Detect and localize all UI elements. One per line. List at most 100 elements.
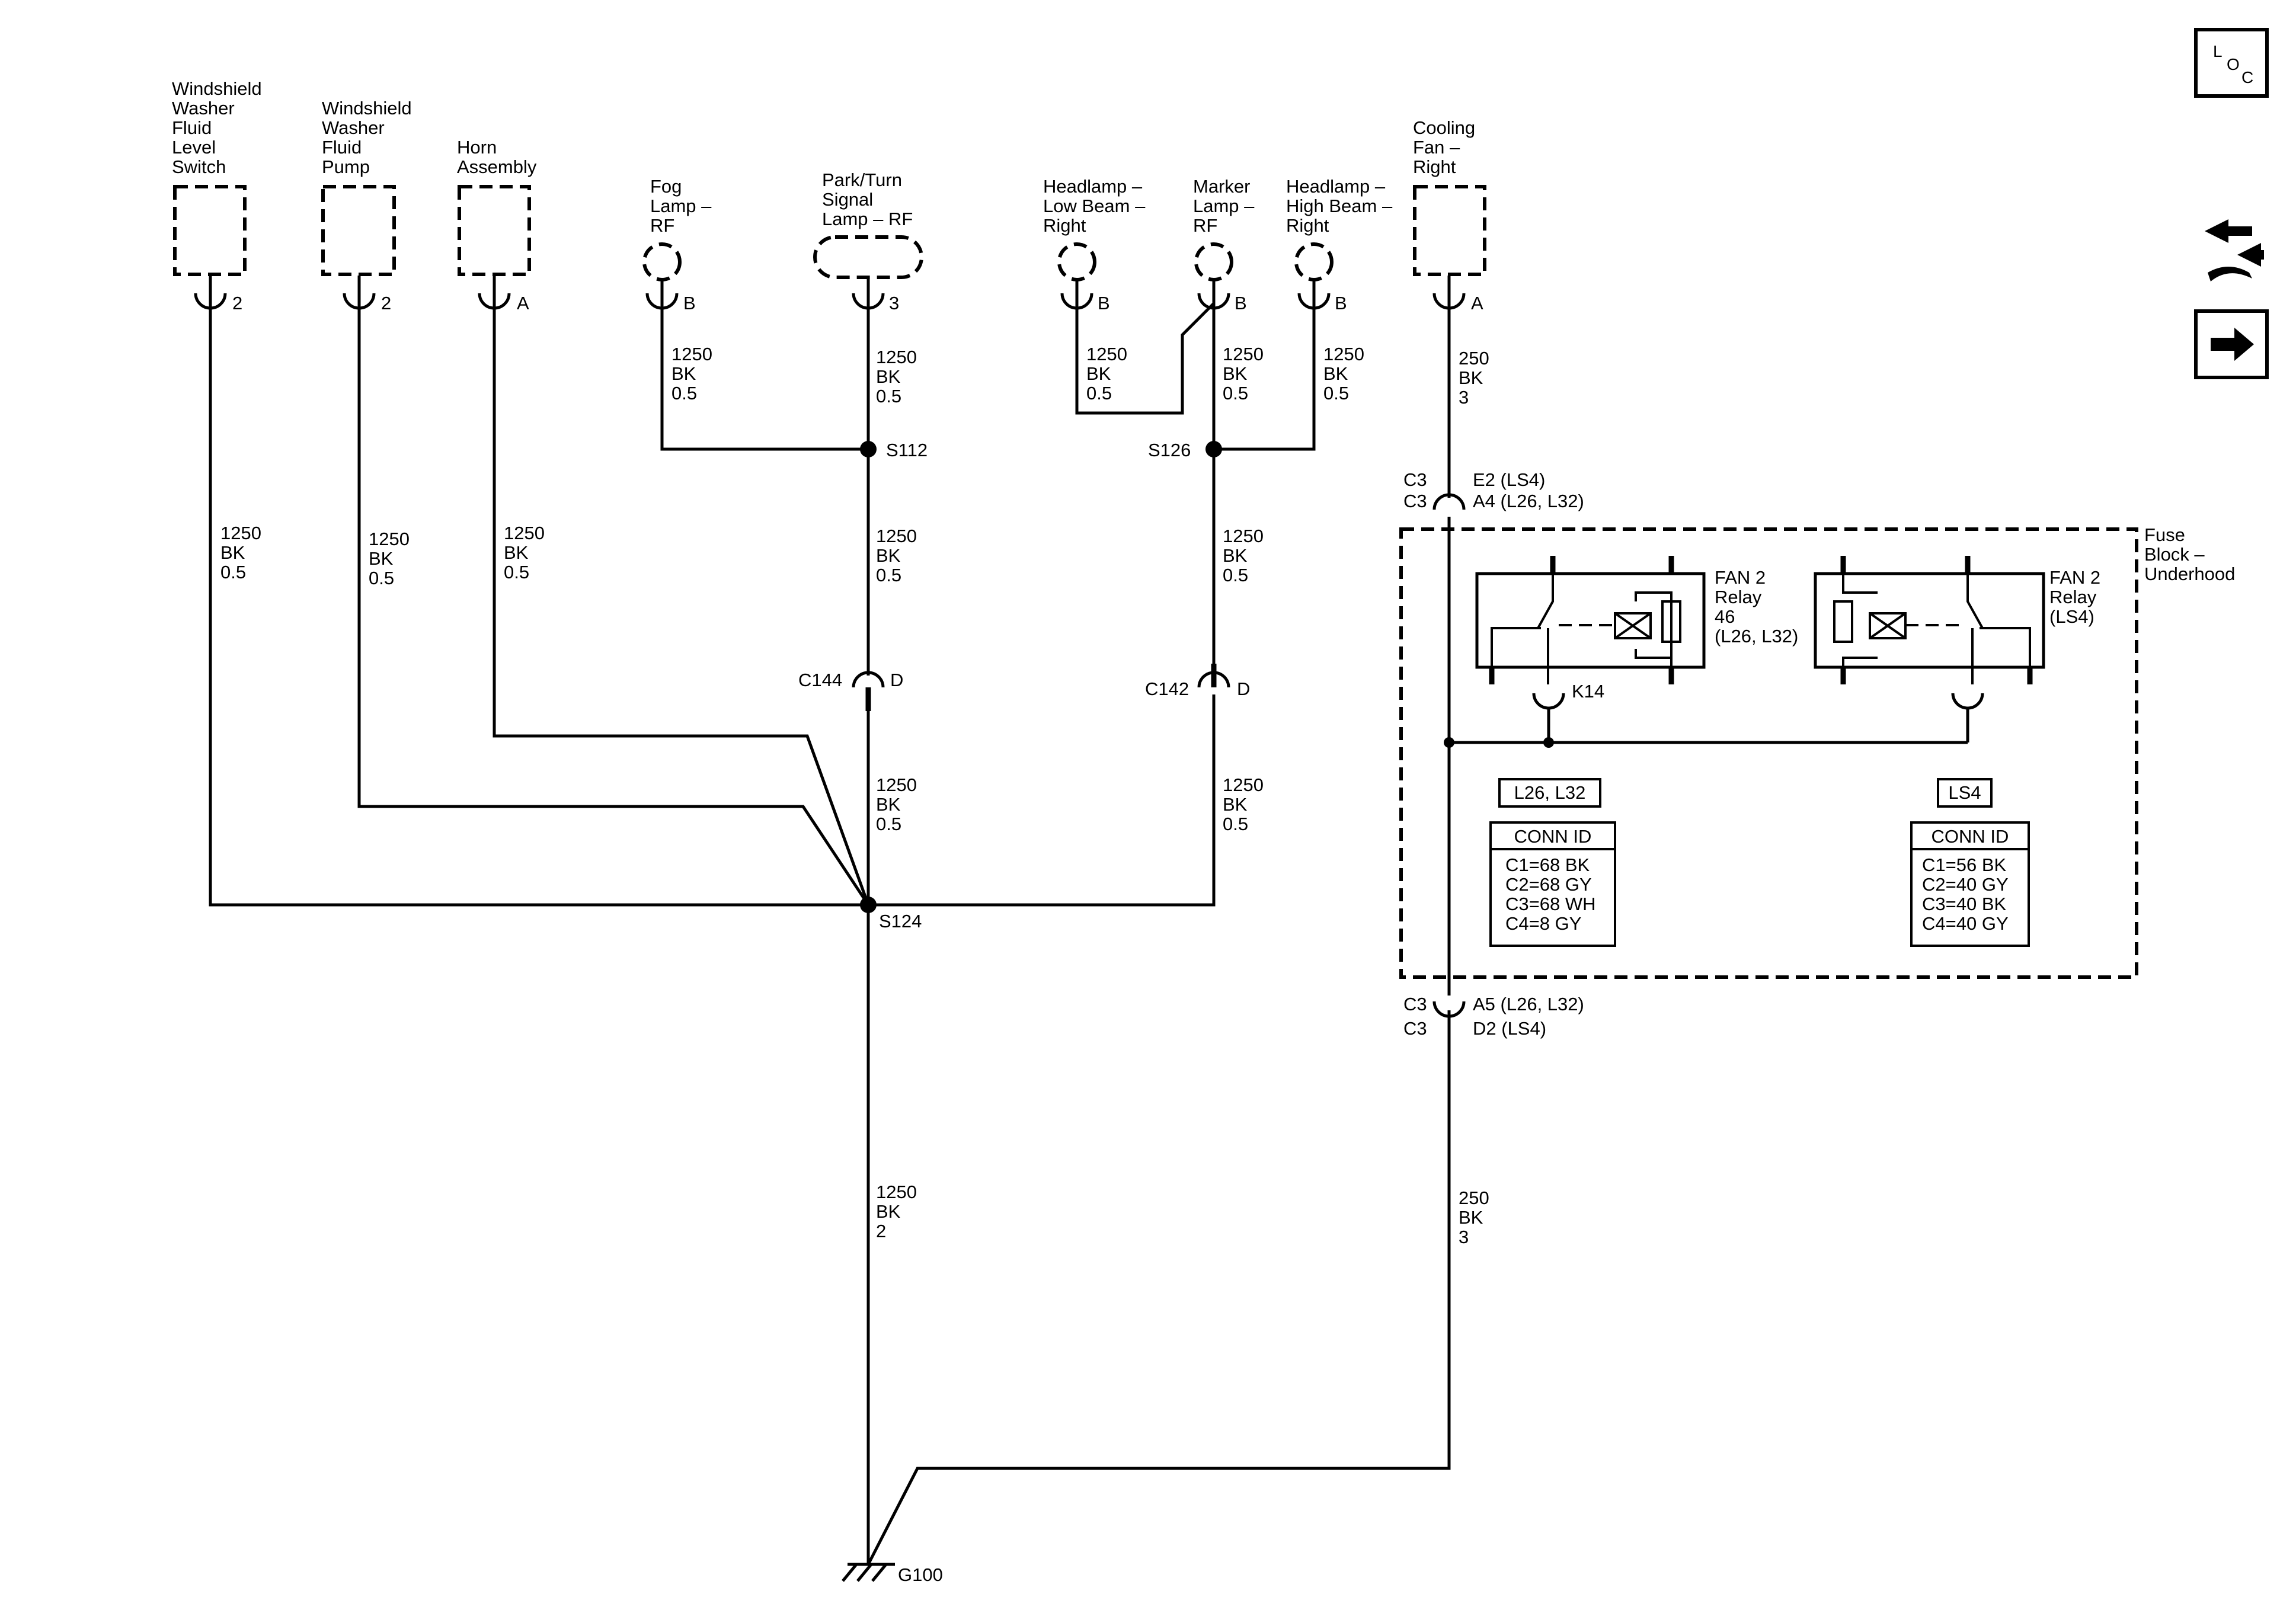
wire-size: 0.5 [876, 565, 901, 585]
wire-color: BK [876, 366, 901, 387]
wire-size: 0.5 [876, 814, 901, 834]
wire-size: 0.5 [1323, 383, 1349, 404]
component-park-turn-lamp: Park/Turn Signal Lamp – RF 3 [813, 169, 923, 313]
component-washer-pump: Windshield Washer Fluid Pump 2 [321, 98, 412, 313]
table-row: C3=40 BK [1922, 894, 2007, 914]
pin-label: 3 [889, 293, 899, 313]
option-label: LS4 [1948, 782, 1981, 803]
label: Underhood [2144, 564, 2235, 584]
label: Pump [322, 156, 370, 177]
lamp-symbol [1294, 242, 1334, 281]
connector-label: C144 [798, 670, 842, 690]
wire-gauge: 1250 [876, 347, 917, 367]
wire [1075, 302, 1215, 415]
wire-gauge: 1250 [1086, 344, 1127, 364]
label: (L26, L32) [1715, 626, 1798, 646]
label: Right [1413, 156, 1456, 177]
table-row: C2=68 GY [1505, 874, 1592, 895]
connector-pin: D [890, 670, 903, 690]
wire [209, 308, 868, 907]
wire-gauge: 1250 [671, 344, 712, 364]
wire-color: BK [1223, 545, 1248, 566]
wire-gauge: 1250 [504, 523, 545, 543]
label: Fan – [1413, 137, 1460, 158]
label: FAN 2 [2049, 567, 2100, 588]
component-box [458, 185, 531, 276]
label: (LS4) [2049, 606, 2094, 627]
wire-color: BK [876, 545, 901, 566]
connector-pin: A4 (L26, L32) [1473, 491, 1584, 511]
pin-label: B [1098, 293, 1110, 313]
wire-network [209, 302, 1466, 1566]
wire-color: BK [1323, 363, 1348, 384]
label: 46 [1715, 606, 1735, 627]
wire-color: BK [1223, 794, 1248, 815]
arrow-right-icon [2211, 328, 2254, 361]
wire-color: BK [220, 542, 245, 563]
wire-color: BK [876, 794, 901, 815]
label: High Beam – [1286, 196, 1393, 216]
wire-gauge: 1250 [876, 526, 917, 546]
label: Windshield [322, 98, 412, 119]
label: Windshield [172, 78, 262, 99]
fuse-block-border [1399, 527, 2138, 979]
wire-size: 0.5 [671, 383, 697, 404]
label: Low Beam – [1043, 196, 1146, 216]
connector-swap-icon[interactable] [2205, 219, 2264, 281]
connector-pin: D2 (LS4) [1473, 1018, 1546, 1039]
label: Fluid [172, 117, 212, 138]
connector-pin: E2 (LS4) [1473, 469, 1545, 490]
component-cooling-fan: Cooling Fan – Right A [1413, 117, 1486, 313]
label: Washer [172, 98, 235, 119]
option-label: L26, L32 [1514, 782, 1586, 803]
pin-label: 2 [381, 293, 391, 313]
label: Level [172, 137, 216, 158]
label: Lamp – RF [822, 209, 913, 229]
label: Assembly [457, 156, 537, 177]
label: RF [650, 215, 674, 236]
fuse-block-underhood: Fuse Block – Underhood K14 FA [1399, 524, 2235, 979]
label: Relay [2049, 587, 2097, 607]
connector-c144 [852, 671, 885, 688]
connector-pin: D [1237, 678, 1250, 699]
wire-gauge: 1250 [1223, 344, 1264, 364]
pin-label: B [1335, 293, 1347, 313]
locator-button[interactable]: L O C [2194, 28, 2269, 98]
connector-label: C3 [1403, 1018, 1427, 1039]
wire-color: BK [1459, 1207, 1483, 1228]
label: Fluid [322, 137, 362, 158]
next-page-button[interactable] [2194, 309, 2269, 379]
table-row: C3=68 WH [1505, 894, 1595, 914]
relay-left: K14 FAN 2 Relay 46 (L26, L32) [1475, 556, 1798, 742]
wire-size: 2 [876, 1221, 886, 1241]
wire-color: BK [369, 548, 394, 569]
conn-id-table-left: CONN ID C1=68 BK C2=68 GY C3=68 WH C4=8 … [1489, 821, 1616, 947]
wire-size: 3 [1459, 1227, 1469, 1247]
wire-gauge: 1250 [369, 529, 410, 549]
wire-size: 0.5 [1223, 383, 1248, 404]
table-row: C4=8 GY [1505, 913, 1581, 934]
component-marker-lamp: Marker Lamp – RF B [1193, 176, 1255, 313]
splice-label: S112 [886, 440, 928, 460]
label: Block – [2144, 544, 2205, 565]
label: RF [1193, 215, 1217, 236]
relay-box [1475, 572, 1706, 669]
pin-label: A [517, 293, 529, 313]
component-box [321, 185, 396, 276]
wire [868, 694, 1216, 907]
relay-resistor [1833, 600, 1853, 643]
relay-resistor [1661, 600, 1681, 643]
label: Switch [172, 156, 226, 177]
label: Right [1043, 215, 1086, 236]
wire-color: BK [504, 542, 529, 563]
wire-size: 0.5 [220, 562, 246, 582]
wire-gauge: 1250 [1323, 344, 1364, 364]
ground-symbol: G100 [842, 1563, 943, 1585]
loc-letter: C [2241, 68, 2253, 87]
component-fog-lamp: Fog Lamp – RF B [642, 176, 712, 313]
wire-size: 0.5 [504, 562, 529, 582]
component-high-beam: Headlamp – High Beam – Right B [1286, 176, 1393, 313]
pin-label: 2 [232, 293, 242, 313]
loc-letter: O [2227, 55, 2240, 73]
lamp-symbol [1057, 242, 1096, 281]
